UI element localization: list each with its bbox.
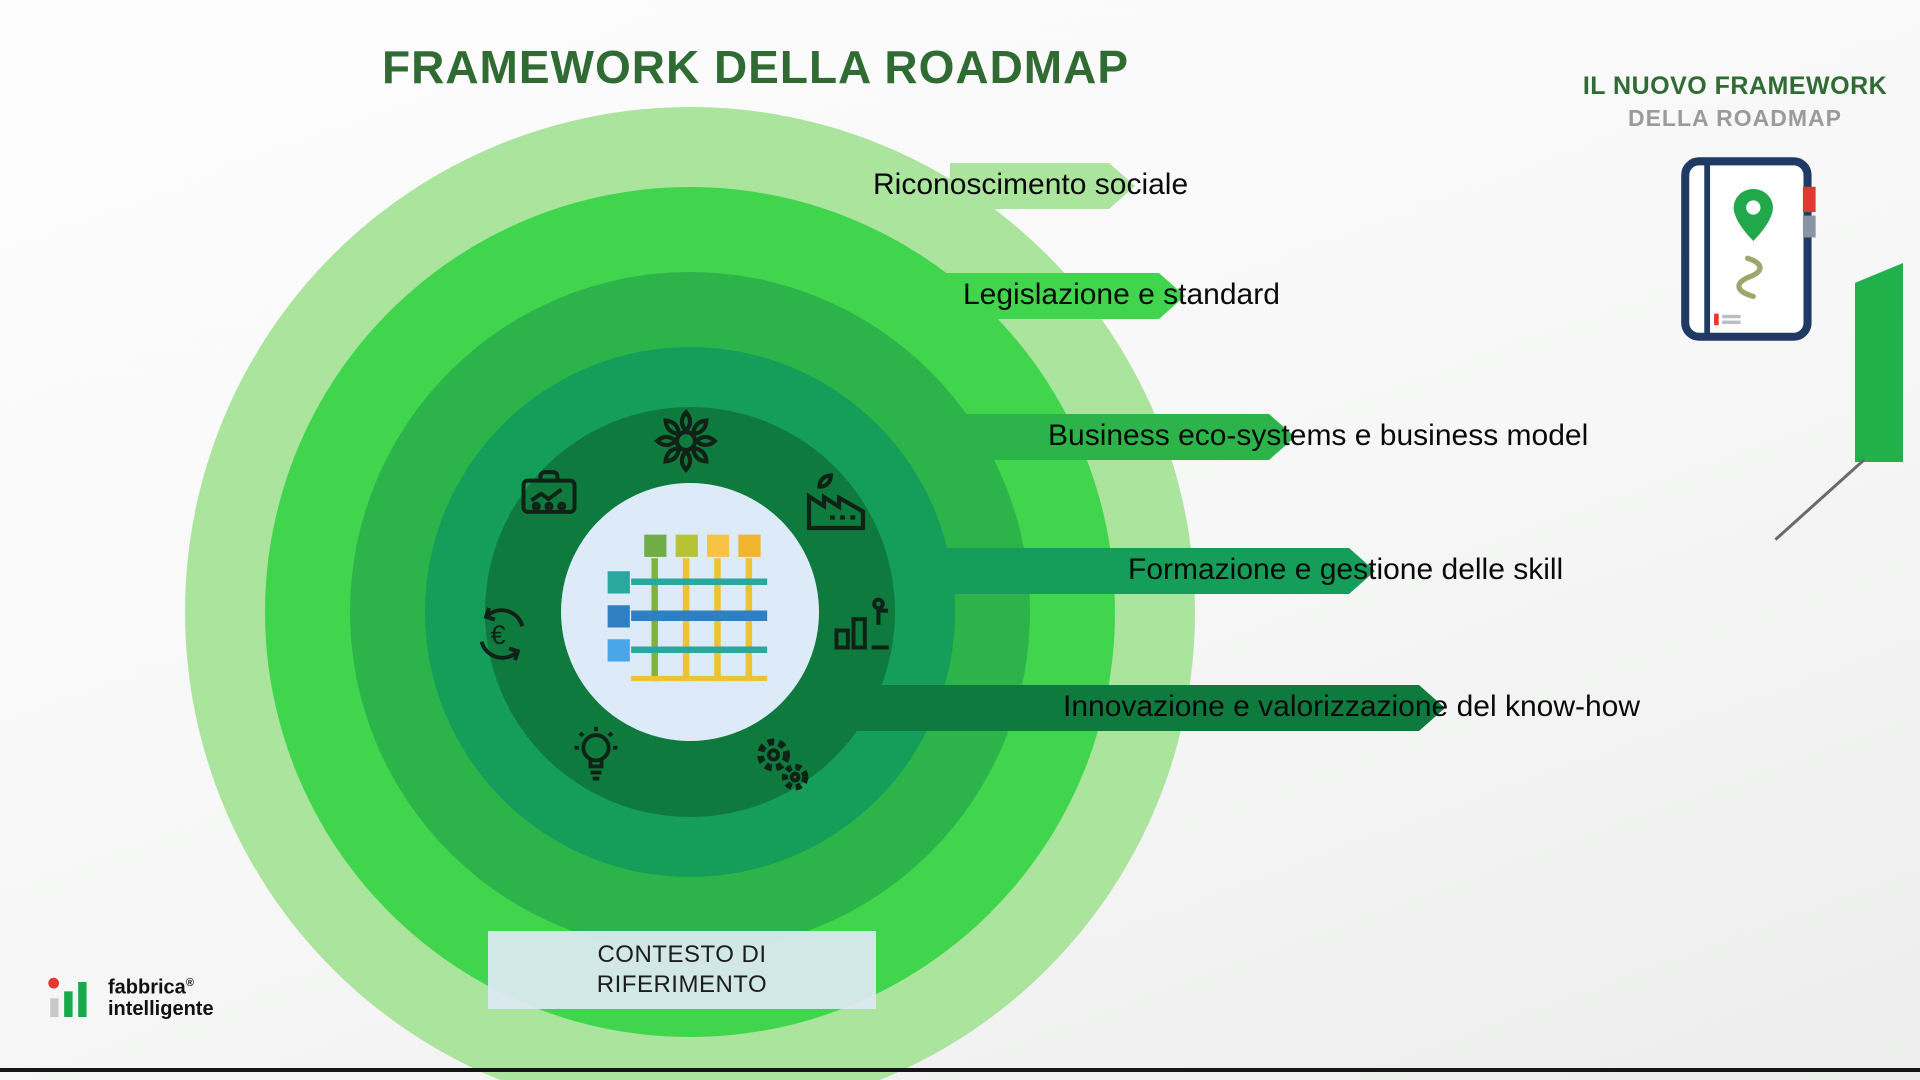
context-box-line1: CONTESTO DI — [597, 941, 767, 968]
ribbon-formazione — [920, 548, 1375, 594]
ring-label-formazione: Formazione e gestione delle skill — [1128, 553, 1564, 586]
svg-text:€: € — [491, 620, 506, 650]
registered-mark: ® — [185, 976, 194, 989]
gears-icon — [748, 730, 816, 798]
logo-line2: intelligente — [108, 998, 214, 1021]
ribbon-legislazione — [900, 273, 1185, 319]
ribbon-innovazione — [800, 685, 1445, 731]
roadmap-matrix-icon — [605, 528, 775, 693]
legend-subtitle: DELLA ROADMAP — [1627, 105, 1843, 131]
logo-wordmark: fabbrica® intelligente — [108, 972, 214, 1021]
growth-bar — [1855, 263, 1903, 462]
context-box: CONTESTO DI RIFERIMENTO — [488, 931, 876, 1009]
ribbon-riconoscimento — [950, 163, 1135, 209]
ring-label-legislazione: Legislazione e standard — [963, 278, 1280, 311]
growth-chart-icon — [828, 588, 896, 656]
lightbulb-icon — [563, 723, 629, 789]
bar-chart-logo-icon — [42, 968, 98, 1024]
eco-factory-icon — [800, 468, 872, 540]
ring-label-riconoscimento: Riconoscimento sociale — [873, 168, 1189, 201]
sun-gear-icon — [650, 405, 722, 477]
roadmap-notebook-icon — [1676, 150, 1826, 355]
fabbrica-intelligente-logo: fabbrica® intelligente — [42, 968, 214, 1024]
bottom-rule — [0, 1068, 1920, 1072]
circular-economy-euro-icon: € — [468, 600, 536, 668]
ring-label-business: Business eco-systems e business model — [1048, 419, 1589, 452]
ring-label-innovazione: Innovazione e valorizzazione del know-ho… — [1063, 690, 1641, 723]
axis-line — [1774, 458, 1866, 541]
briefcase-icon — [515, 458, 583, 526]
logo-line1: fabbrica — [108, 976, 186, 999]
legend: IL NUOVO FRAMEWORK DELLA ROADMAP — [1545, 72, 1920, 132]
legend-title: IL NUOVO FRAMEWORK — [1582, 72, 1888, 100]
context-box-line2: RIFERIMENTO — [596, 971, 768, 998]
page-title: FRAMEWORK DELLA ROADMAP — [382, 41, 1130, 93]
ribbon-business — [940, 414, 1295, 460]
